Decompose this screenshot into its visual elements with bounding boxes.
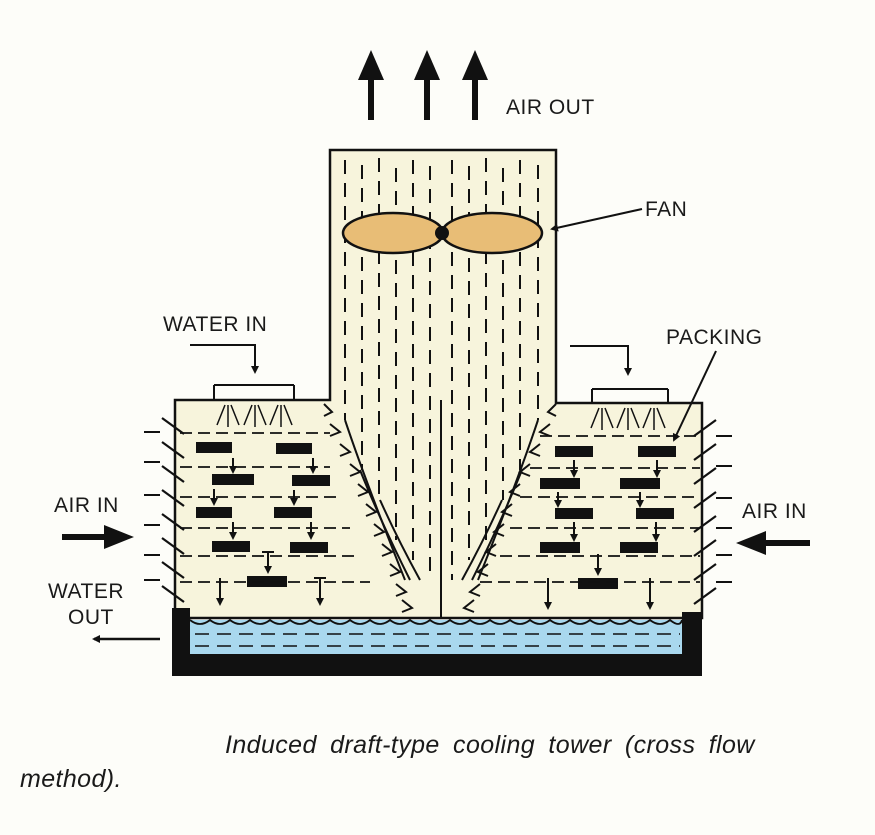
left-arrow-icon [736,531,810,555]
left-chevron-airflow [323,403,421,613]
right-packing [540,446,676,589]
packing-pointer [672,350,717,442]
packing-label: PACKING [666,326,762,349]
up-arrow-icon [462,50,488,120]
fan-label: FAN [645,198,687,221]
air-out-label: AIR OUT [506,96,595,119]
left-plus-marks [262,551,326,579]
spray-nozzle-icon [216,404,293,427]
figure-caption: Induced draft-type cooling tower (cross … [20,731,755,793]
air-in-right-label: AIR IN [742,500,807,523]
right-chevron-airflow [461,403,557,613]
fan-icon [341,211,544,255]
water-out-label-line1: WATER [48,580,124,603]
up-arrow-icon [358,50,384,120]
right-louvers [693,419,717,605]
left-inlet-streaks [144,431,160,581]
air-in-left-label: AIR IN [54,494,119,517]
left-packing [196,442,330,587]
fan-pointer [550,208,643,232]
water-in-label: WATER IN [163,313,267,336]
right-inlet-streaks [716,435,732,583]
up-arrow-icon [414,50,440,120]
air-out-arrows [358,50,488,120]
packing-air-streaks [180,432,700,583]
water-out-label-line2: OUT [68,606,114,629]
water-in-arrow-left [190,344,259,374]
left-louvers [161,417,185,603]
water-in-arrow-right [570,345,632,376]
right-arrow-icon [62,525,134,549]
spray-nozzle-icon [590,407,666,430]
basin [172,608,702,676]
